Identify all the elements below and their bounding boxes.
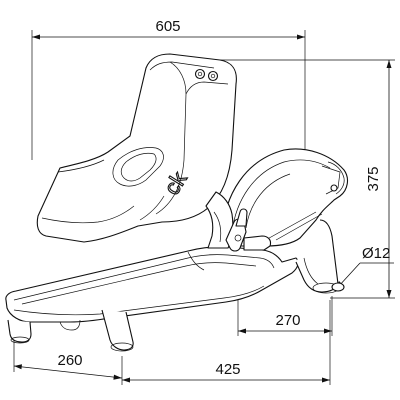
- arrow-right: [297, 34, 305, 40]
- arm-underside-curve: [139, 195, 165, 221]
- arm-grip-recess: [112, 147, 164, 187]
- dome-contour-2: [245, 173, 291, 229]
- hinge-bolt-left: [194, 68, 206, 80]
- tray-drain-lip: [59, 319, 81, 331]
- rear-legs: [295, 219, 345, 294]
- front-right-foot: [101, 309, 134, 351]
- rear-dome: [221, 148, 349, 247]
- dome-rim-front: [327, 161, 345, 195]
- hinge-bolt-right: [207, 70, 219, 82]
- tray-outer-shell: [5, 246, 299, 323]
- arm-side-edge: [57, 159, 105, 173]
- front-left-foot: [7, 319, 32, 343]
- dimension-diameter: Ø12: [336, 245, 394, 289]
- arm-housing: ck: [36, 53, 237, 243]
- rear-leg-edge: [303, 257, 319, 285]
- dimension-rear-span: 425: [122, 300, 331, 385]
- arrow-right: [113, 374, 122, 380]
- arrow-left: [14, 364, 22, 370]
- dimension-label-diameter: Ø12: [362, 245, 390, 262]
- dome-pin: [330, 184, 338, 192]
- dimension-tray-depth: 260: [13, 338, 123, 385]
- arrow-right: [324, 328, 332, 334]
- tray-step-line: [187, 251, 205, 271]
- tray-inner-rim: [13, 254, 275, 301]
- arrow-left: [32, 34, 40, 40]
- front-left-foot-pad: [10, 336, 30, 344]
- dimension-label-overall-length: 605: [155, 18, 180, 35]
- dimension-overall-length: 605: [31, 18, 306, 160]
- rear-right-leg: [295, 219, 339, 293]
- arm-front-panel-edge: [155, 61, 187, 215]
- dimension-label-height: 375: [365, 166, 382, 191]
- clamp-lever: [225, 208, 272, 252]
- support-column-edge: [213, 211, 222, 243]
- hinge-bolt-left-center: [197, 71, 203, 77]
- arm-grip-inner: [120, 152, 157, 182]
- tray-inner-floor: [21, 262, 257, 305]
- lever-handle: [235, 208, 248, 227]
- dimension-label-tray-depth: 260: [57, 352, 82, 369]
- dimension-line: [13, 365, 123, 379]
- dimension-height: 375: [210, 59, 395, 299]
- arrow-bottom: [386, 290, 392, 298]
- leveling-foot: [331, 282, 345, 292]
- arm-outer-shell: [36, 53, 237, 243]
- arrow-right: [322, 377, 330, 383]
- hinge-bolt-right-center: [210, 73, 216, 79]
- lever-pivot: [234, 234, 242, 242]
- dome-rim-inner: [321, 165, 341, 195]
- arrow-top: [386, 60, 392, 68]
- dome-body: [221, 148, 349, 247]
- lever-bracket: [243, 235, 272, 251]
- front-right-foot-pad: [110, 342, 134, 352]
- arm-underside-edge: [41, 205, 135, 224]
- dome-base-ribs: [261, 211, 323, 243]
- dimension-base-span: 270: [237, 296, 333, 336]
- arrow-left: [122, 377, 130, 383]
- arrow-left: [238, 328, 246, 334]
- arm-top-edge: [149, 61, 215, 71]
- dimension-label-base-span: 270: [275, 312, 300, 329]
- leader-line: [337, 262, 361, 288]
- arm-shoulder-line: [185, 81, 229, 95]
- dimension-label-rear-span: 425: [215, 361, 240, 378]
- front-feet: [7, 309, 134, 352]
- base-tray: [5, 246, 299, 331]
- dome-contour-1: [231, 159, 331, 233]
- tray-bottom-edge: [13, 285, 265, 316]
- lever-body: [225, 218, 247, 252]
